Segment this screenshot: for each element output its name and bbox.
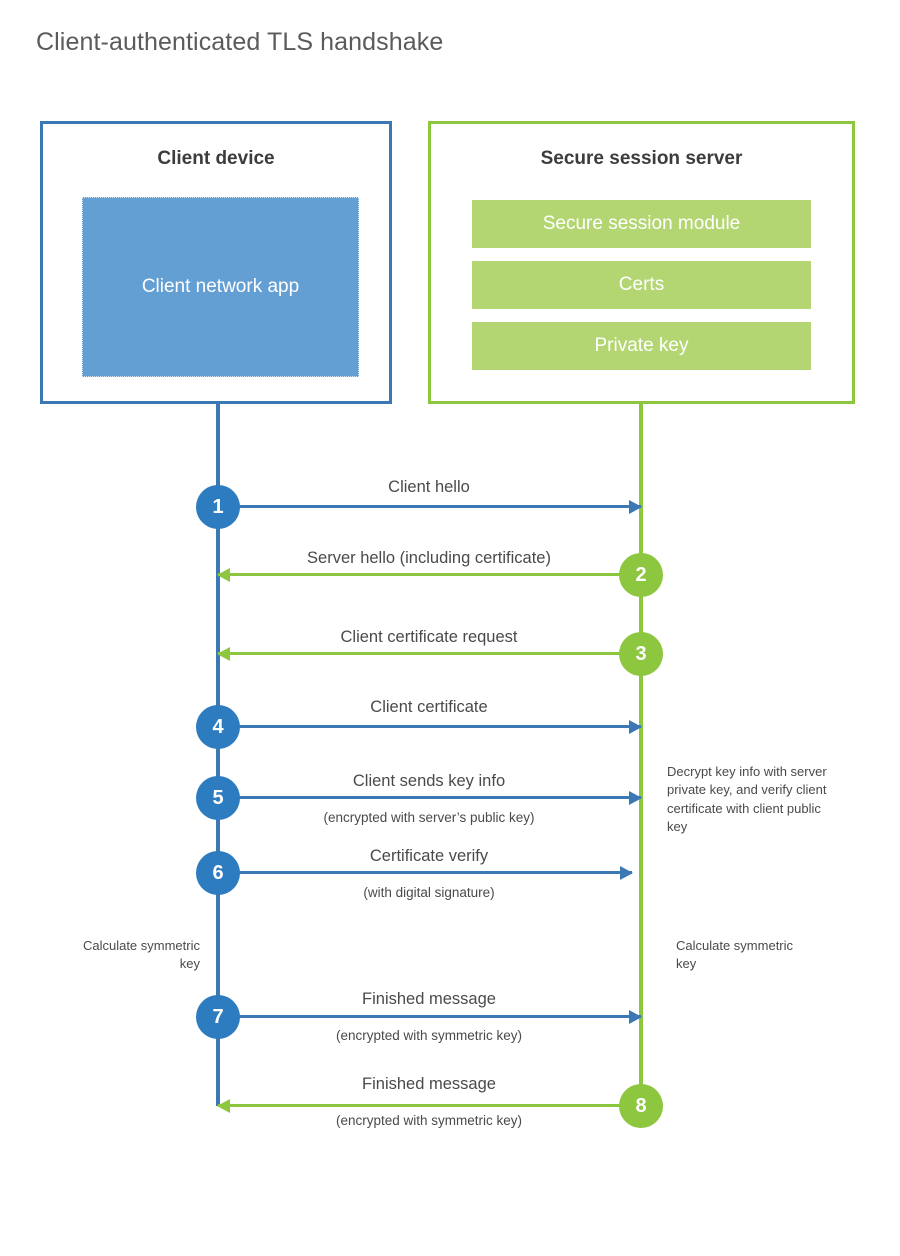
server-component-list: Secure session module Certs Private key [472, 200, 811, 370]
step-2-label: Server hello (including certificate) [307, 549, 551, 567]
client-lifeline [216, 404, 220, 1106]
server-component-secure-session-module: Secure session module [472, 200, 811, 248]
server-lifeline [639, 404, 643, 1106]
step-6-label: Certificate verify [369, 847, 489, 865]
step-6-marker: 6 [196, 851, 240, 895]
step-7-arrow [218, 1009, 642, 1024]
server-component-certs: Certs [472, 261, 811, 309]
client-network-app-block: Client network app [82, 197, 359, 377]
step-5-label: Client sends key info [352, 772, 506, 790]
step-7-label: Finished message [362, 990, 496, 1008]
step-8-marker: 8 [619, 1084, 663, 1128]
step-8-sublabel: (encrypted with symmetric key) [335, 1113, 523, 1128]
step-2-marker: 2 [619, 553, 663, 597]
step-2-arrow [217, 567, 641, 582]
step-6-arrow [218, 865, 633, 880]
step-4-marker: 4 [196, 705, 240, 749]
step-3-label: Client certificate request [340, 628, 518, 646]
step-8-label: Finished message [362, 1075, 496, 1093]
step-1-marker: 1 [196, 485, 240, 529]
client-device-title: Client device [157, 148, 275, 169]
step-1-arrow [218, 499, 642, 514]
page-title: Client-authenticated TLS handshake [36, 28, 444, 56]
server-component-private-key: Private key [472, 322, 811, 370]
step-6-sublabel: (with digital signature) [363, 885, 495, 900]
step-5-arrow [218, 790, 642, 805]
secure-session-server-box: Secure session server Secure session mod… [428, 121, 855, 404]
client-device-box: Client device Client network app [40, 121, 392, 404]
step-4-label: Client certificate [370, 698, 488, 716]
step-3-arrow [217, 646, 641, 661]
server-decrypt-note: Decrypt key info with server private key… [667, 764, 827, 835]
step-1-label: Client hello [388, 478, 470, 496]
step-5-sublabel: (encrypted with server’s public key) [323, 810, 535, 825]
step-7-sublabel: (encrypted with symmetric key) [335, 1028, 523, 1043]
step-3-marker: 3 [619, 632, 663, 676]
client-calculate-symmetric-key-note: Calculate symmetric key [82, 938, 200, 972]
step-8-arrow [217, 1098, 641, 1113]
step-4-arrow [218, 719, 642, 734]
step-5-marker: 5 [196, 776, 240, 820]
step-7-marker: 7 [196, 995, 240, 1039]
server-calculate-symmetric-key-note: Calculate symmetric key [676, 938, 794, 972]
secure-session-server-title: Secure session server [540, 148, 743, 169]
